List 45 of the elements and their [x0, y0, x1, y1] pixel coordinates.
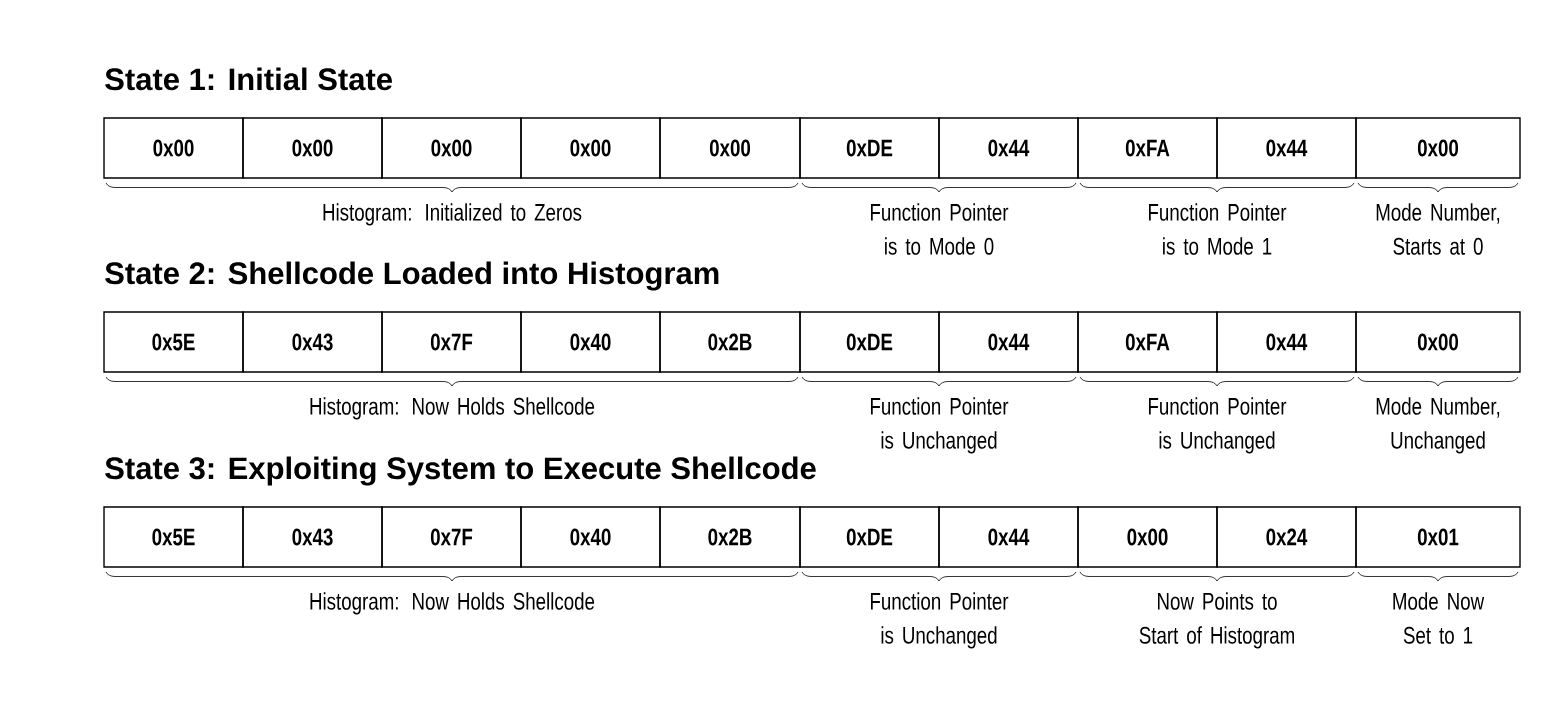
byte-cell: 0x44	[938, 506, 1079, 568]
byte-cell: 0x5E	[103, 311, 244, 373]
group-label: Function Pointer is to Mode 1	[1149, 203, 1287, 255]
byte-cell: 0x00	[1077, 506, 1218, 568]
group-label: Function Pointer is Unchanged	[1149, 397, 1287, 454]
group-label: Mode Number, Unchanged	[1376, 397, 1500, 454]
byte-cell: 0xDE	[799, 117, 940, 179]
state-title: State 1: Initial State	[105, 67, 392, 91]
byte-cell: 0x43	[242, 506, 383, 568]
group-label: Function Pointer is Unchanged	[871, 397, 1009, 454]
byte-cell: 0x5E	[103, 506, 244, 568]
byte-cell: 0xDE	[799, 311, 940, 373]
byte-cell: 0x44	[938, 311, 1079, 373]
group-label: Mode Now Set to 1	[1393, 592, 1485, 644]
byte-cell: 0x44	[1216, 311, 1357, 373]
group-label: Histogram: Initialized to Zeros	[323, 203, 582, 226]
byte-cell: 0x7F	[381, 311, 522, 373]
byte-cell: 0x40	[520, 506, 661, 568]
byte-cell: 0xDE	[799, 506, 940, 568]
byte-cell: 0x00	[1355, 117, 1521, 179]
group-label: Mode Number, Starts at 0	[1376, 203, 1500, 255]
group-label: Now Points to Start of Histogram	[1139, 592, 1294, 649]
byte-cell: 0x44	[938, 117, 1079, 179]
group-label: Function Pointer is to Mode 0	[871, 203, 1009, 255]
byte-cell: 0x24	[1216, 506, 1357, 568]
byte-cell: 0x43	[242, 311, 383, 373]
byte-cell: 0x00	[520, 117, 661, 179]
group-label: Histogram: Now Holds Shellcode	[310, 592, 595, 615]
state-title: State 2: Shellcode Loaded into Histogram	[105, 261, 719, 291]
group-label: Function Pointer is Unchanged	[871, 592, 1009, 649]
byte-cell: 0x44	[1216, 117, 1357, 179]
group-label: Histogram: Now Holds Shellcode	[310, 397, 595, 420]
state-title: State 3: Exploiting System to Execute Shellcode	[105, 456, 816, 486]
byte-cell: 0x7F	[381, 506, 522, 568]
byte-cell: 0x00	[103, 117, 244, 179]
byte-cell: 0x2B	[659, 506, 801, 568]
byte-cell: 0x00	[381, 117, 522, 179]
byte-cell: 0x00	[242, 117, 383, 179]
byte-cell: 0x00	[659, 117, 801, 179]
byte-cell: 0x00	[1355, 311, 1521, 373]
byte-cell: 0xFA	[1077, 311, 1218, 373]
byte-cell: 0x2B	[659, 311, 801, 373]
byte-cell: 0xFA	[1077, 117, 1218, 179]
byte-cell: 0x40	[520, 311, 661, 373]
byte-cell: 0x01	[1355, 506, 1521, 568]
